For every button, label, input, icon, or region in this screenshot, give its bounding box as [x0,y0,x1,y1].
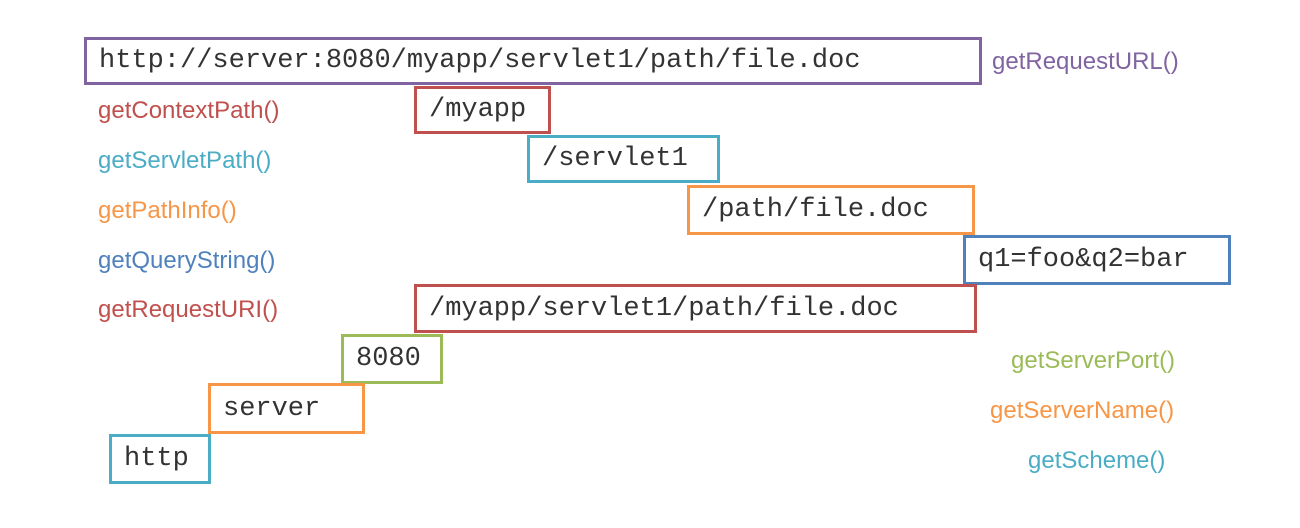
server-name-text: server [223,393,321,424]
get-request-url-label: getRequestURL() [992,48,1179,75]
path-info-box: /path/file.doc [687,185,975,235]
request-url-box: http://server:8080/myapp/servlet1/path/f… [84,37,982,85]
server-name-box: server [208,383,365,434]
get-path-info-label: getPathInfo() [98,197,237,224]
get-scheme-label: getScheme() [1028,447,1166,474]
context-path-box: /myapp [414,86,551,134]
query-string-text: q1=foo&q2=bar [978,245,1189,275]
servlet-path-text: /servlet1 [542,144,688,174]
get-server-port-label: getServerPort() [1011,347,1176,374]
servlet-path-box: /servlet1 [527,135,720,183]
get-servlet-path-label: getServletPath() [98,147,272,174]
scheme-box: http [109,434,211,484]
request-uri-text: /myapp/servlet1/path/file.doc [429,293,899,324]
request-uri-box: /myapp/servlet1/path/file.doc [414,284,977,333]
get-request-uri-label: getRequestURI() [98,296,279,323]
request-url-text: http://server:8080/myapp/servlet1/path/f… [99,46,861,76]
server-port-box: 8080 [341,334,443,384]
get-context-path-label: getContextPath() [98,97,280,124]
query-string-box: q1=foo&q2=bar [963,235,1231,285]
server-port-text: 8080 [356,344,421,374]
path-info-text: /path/file.doc [702,195,929,225]
scheme-text: http [124,444,189,474]
get-query-string-label: getQueryString() [98,247,276,274]
context-path-text: /myapp [429,95,527,125]
get-server-name-label: getServerName() [990,397,1175,424]
